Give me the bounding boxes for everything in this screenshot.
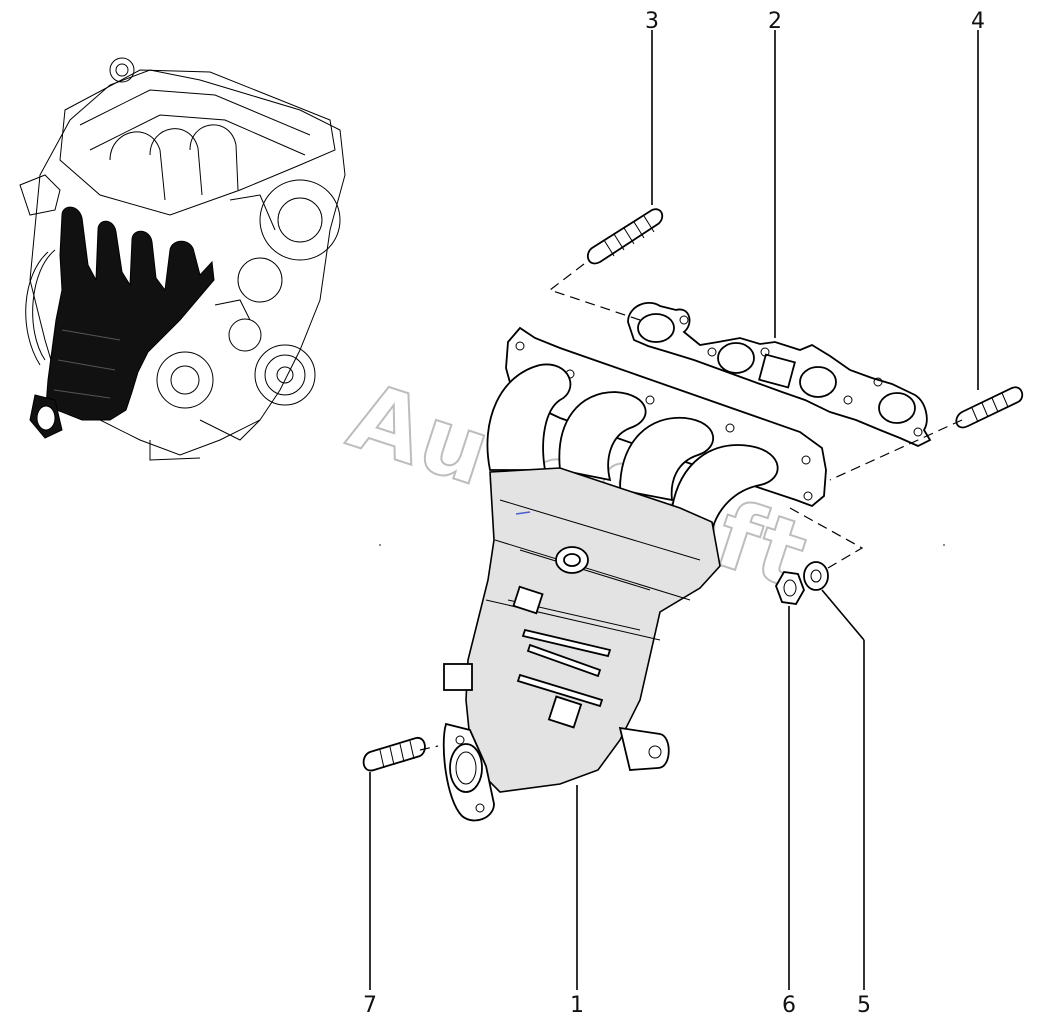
callout-1: 1 [570, 993, 584, 1018]
part-4-stud [955, 386, 1024, 429]
assembly-guide-lines [419, 263, 963, 751]
part-2-gasket [627, 301, 932, 447]
highlighted-manifold-thumbnail [29, 206, 215, 439]
engine-overview-illustration [19, 57, 346, 461]
part-1-exhaust-manifold [442, 326, 827, 822]
callout-7: 7 [363, 993, 377, 1018]
leader-lines [369, 30, 979, 990]
callout-3: 3 [645, 9, 659, 34]
callout-2: 2 [768, 9, 782, 34]
callout-4: 4 [971, 9, 985, 34]
speck [379, 544, 381, 546]
callout-5: 5 [857, 993, 871, 1018]
part-5-washer [803, 561, 829, 591]
callout-6: 6 [782, 993, 796, 1018]
blue-mark [515, 511, 531, 515]
part-3-stud [586, 208, 664, 265]
part-6-nut [775, 571, 805, 605]
speck [943, 544, 945, 546]
part-7-stud [362, 737, 426, 772]
